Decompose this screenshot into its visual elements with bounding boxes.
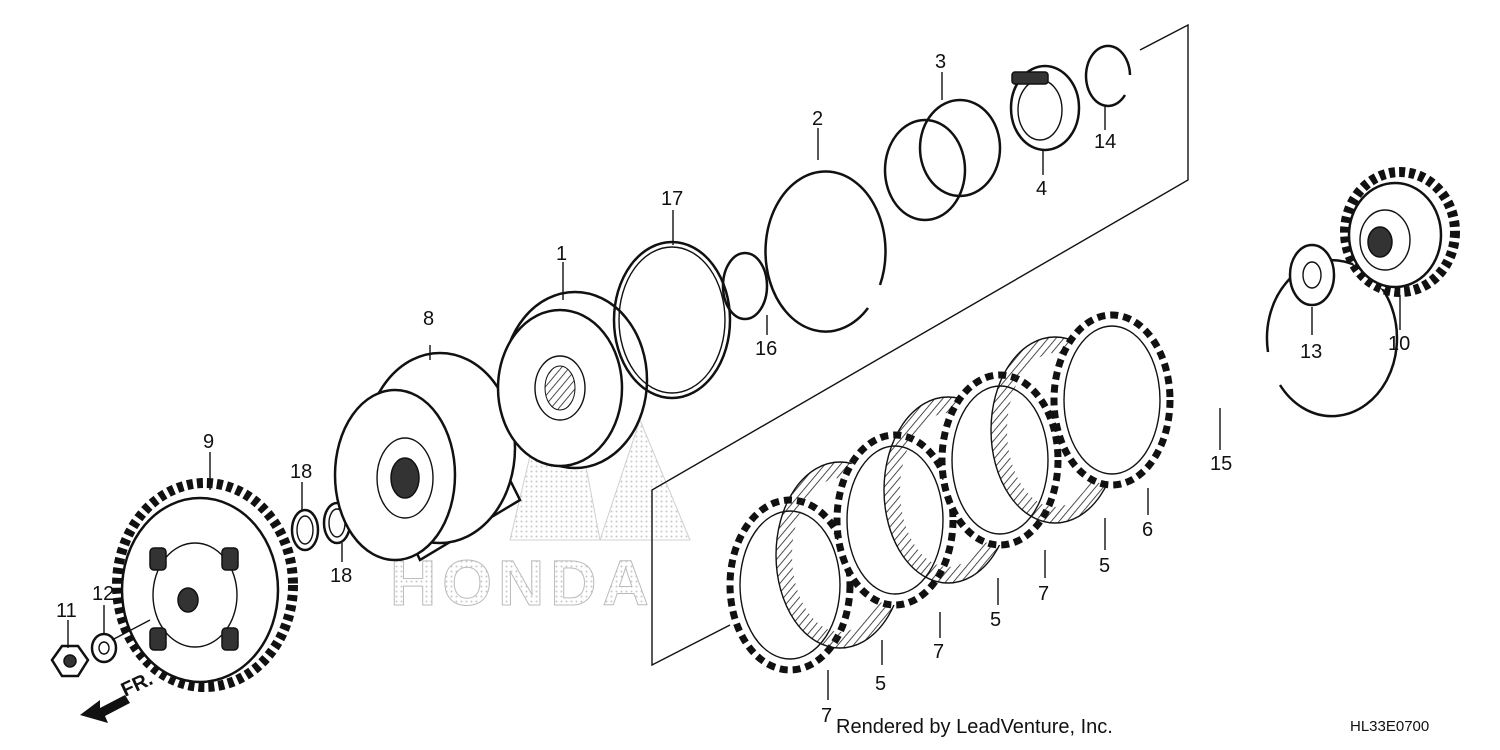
assembly-boundary: [651, 23, 1189, 667]
callout-13: 13: [1300, 341, 1322, 363]
front-direction-arrow: FR.: [80, 668, 156, 723]
callout-4: 4: [1036, 178, 1047, 200]
callout-18b: 18: [330, 565, 352, 587]
diagram-code: HL33E0700: [1350, 718, 1429, 735]
part-10-hub: [1340, 167, 1460, 297]
part-15-snap-ring: [1265, 258, 1399, 418]
clutch-plates: [726, 311, 1174, 674]
callout-16: 16: [755, 338, 777, 360]
callout-3: 3: [935, 51, 946, 73]
part-3-springs: [883, 98, 1002, 222]
part-16-ring: [721, 251, 769, 321]
part-13-washer: [1288, 243, 1336, 307]
callout-5b: 5: [990, 609, 1001, 631]
leader-lines: [67, 72, 1401, 700]
callout-18a: 18: [290, 461, 312, 483]
part-4-retainer: [1009, 64, 1081, 152]
part-9-gear: [111, 478, 298, 692]
part-8-clutch-drum: [333, 345, 522, 562]
callout-10: 10: [1388, 333, 1410, 355]
callout-5c: 5: [875, 673, 886, 695]
callout-9: 9: [203, 431, 214, 453]
callout-8: 8: [423, 308, 434, 330]
footer-credit: Rendered by LeadVenture, Inc.: [836, 716, 1113, 738]
part-11-nut: [50, 644, 90, 678]
svg-text:HONDA: HONDA: [390, 547, 655, 619]
callout-14: 14: [1094, 131, 1116, 153]
callout-11: 11: [56, 600, 77, 622]
part-17-o-ring: [612, 240, 732, 400]
callout-17: 17: [661, 188, 683, 210]
callout-15: 15: [1210, 453, 1232, 475]
callout-1: 1: [556, 243, 567, 265]
part-1-piston: [496, 290, 649, 470]
part-14-circlip: [1084, 44, 1132, 108]
part-12-washer: [90, 632, 118, 664]
callout-6: 6: [1142, 519, 1153, 541]
callout-7b: 7: [933, 641, 944, 663]
callout-5a: 5: [1099, 555, 1110, 577]
callout-2: 2: [812, 108, 823, 130]
callout-7a: 7: [1038, 583, 1049, 605]
callout-7c: 7: [821, 705, 832, 727]
callout-12: 12: [92, 583, 114, 605]
part-2-snap-ring: [764, 170, 887, 333]
callout-labels: 1 2 3 4 5 5 5 6 7 7 7 8 9 10 11 12 13 14…: [56, 51, 1410, 727]
